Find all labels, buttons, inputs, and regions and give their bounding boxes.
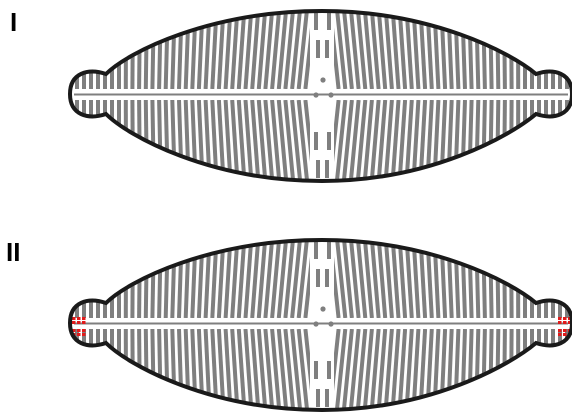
central-nodule-right-1 <box>328 92 333 97</box>
stria-right-21-p1-top <box>469 229 472 318</box>
terminal-marker-3-1-1 <box>563 333 567 336</box>
stria-left-27-p1-top <box>132 229 133 318</box>
central-pore-2 <box>320 306 325 311</box>
stria-left-22-p1-bottom <box>166 329 168 413</box>
stria-right-27-p0-top <box>511 0 512 89</box>
stria-right-22-p1-bottom <box>476 329 478 413</box>
stria-right-25-p1-bottom <box>497 329 498 413</box>
stria-left-25-p1-top <box>146 229 147 318</box>
stria-left-21-p1-top <box>172 229 175 318</box>
terminal-marker-0-0-0 <box>72 317 76 320</box>
terminal-marker-3-1-0 <box>558 333 562 336</box>
stria-left-21-p1-bottom <box>172 329 175 413</box>
stria-left-25-p0-bottom <box>146 100 147 190</box>
terminal-marker-0-1-1 <box>77 321 81 324</box>
stria-left-21-p0-bottom <box>172 100 175 190</box>
stria-left-27-p0-bottom <box>132 100 133 190</box>
stria-right-22-p0-bottom <box>476 100 478 190</box>
stria-left-25-p0-top <box>146 0 147 89</box>
stria-left-22-p0-bottom <box>166 100 168 190</box>
terminal-marker-0-0-2 <box>82 317 86 320</box>
stria-left-26-p0-top <box>139 0 140 89</box>
central-nodule-left-1 <box>313 92 318 97</box>
terminal-marker-1-1-1 <box>77 333 81 336</box>
terminal-marker-2-0-0 <box>558 317 562 320</box>
stria-right-26-p0-bottom <box>504 100 505 190</box>
panel-label-1: I <box>10 7 17 37</box>
stria-right-21-p0-bottom <box>469 100 472 190</box>
valve-interior-1 <box>60 0 572 200</box>
panel-1: I <box>10 0 572 200</box>
terminal-marker-2-1-0 <box>558 321 562 324</box>
panel-label-2: II <box>6 237 20 267</box>
central-nodule-right-2 <box>328 321 333 326</box>
terminal-marker-0-1-0 <box>72 321 76 324</box>
terminal-marker-0-1-2 <box>82 321 86 324</box>
stria-right-27-p1-bottom <box>511 329 512 413</box>
stria-right-26-p0-top <box>504 0 505 89</box>
stria-left-22-p1-top <box>166 229 168 318</box>
terminal-marker-2-1-1 <box>563 321 567 324</box>
stria-right-26-p1-top <box>504 229 505 318</box>
stria-left-23-p1-top <box>159 229 161 318</box>
terminal-marker-1-0-2 <box>82 329 86 332</box>
stria-right-25-p0-bottom <box>497 100 498 190</box>
valve-interior-2 <box>60 229 572 413</box>
central-nodule-left-2 <box>313 321 318 326</box>
stria-left-27-p0-top <box>132 0 133 89</box>
stria-right-22-p1-top <box>476 229 478 318</box>
stria-right-24-p0-bottom <box>490 100 492 190</box>
stria-right-22-p0-top <box>476 0 478 89</box>
terminal-marker-1-0-1 <box>77 329 81 332</box>
stria-right-25-p0-top <box>497 0 498 89</box>
stria-right-21-p0-top <box>469 0 472 89</box>
stria-left-27-p1-bottom <box>132 329 133 413</box>
stria-left-26-p1-top <box>139 229 140 318</box>
terminal-marker-0-0-1 <box>77 317 81 320</box>
panel-2: II <box>6 229 572 413</box>
stria-left-23-p1-bottom <box>159 329 161 413</box>
stria-right-21-p1-bottom <box>469 329 472 413</box>
stria-right-23-p1-bottom <box>483 329 485 413</box>
central-pore-1 <box>320 77 325 82</box>
stria-left-26-p1-bottom <box>139 329 140 413</box>
terminal-marker-1-1-2 <box>82 333 86 336</box>
stria-right-27-p1-top <box>511 229 512 318</box>
stria-left-26-p0-bottom <box>139 100 140 190</box>
stria-right-25-p1-top <box>497 229 498 318</box>
stria-right-26-p1-bottom <box>504 329 505 413</box>
stria-right-27-p0-bottom <box>511 100 512 190</box>
terminal-marker-3-0-0 <box>558 329 562 332</box>
terminal-marker-3-0-1 <box>563 329 567 332</box>
stria-left-22-p0-top <box>166 0 168 89</box>
terminal-marker-2-0-1 <box>563 317 567 320</box>
stria-left-21-p0-top <box>172 0 175 89</box>
stria-left-23-p0-top <box>159 0 161 89</box>
